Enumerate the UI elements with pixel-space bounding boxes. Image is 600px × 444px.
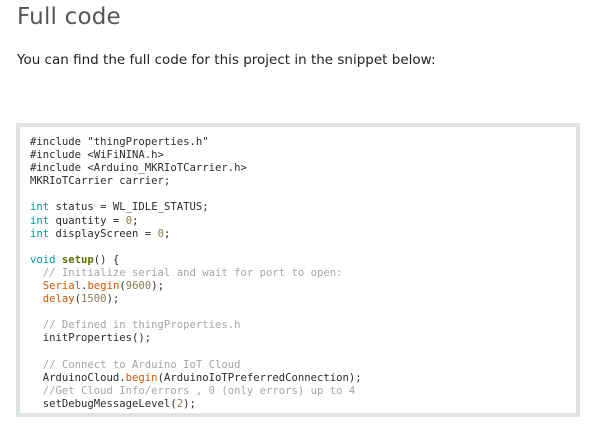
code-token: // Defined in thingProperties.h bbox=[30, 319, 241, 332]
code-line: MKRIoTCarrier carrier; bbox=[30, 175, 362, 188]
code-line bbox=[30, 188, 362, 201]
code-token: //Get Cloud Info/errors , 0 (only errors… bbox=[30, 384, 356, 397]
code-line: // Defined in thingProperties.h bbox=[30, 319, 362, 332]
code-token: 9600 bbox=[125, 280, 152, 293]
code-token: ; bbox=[163, 227, 171, 240]
code-line: void setup() { bbox=[30, 254, 362, 267]
code-token: () { bbox=[93, 253, 120, 266]
code-line bbox=[30, 306, 362, 319]
code-line bbox=[30, 241, 362, 254]
code-token: status = WL_IDLE_STATUS; bbox=[49, 201, 209, 214]
code-line: // Connect to Arduino IoT Cloud bbox=[30, 359, 362, 372]
code-block[interactable]: #include "thingProperties.h"#include <Wi… bbox=[30, 136, 362, 411]
code-line: #include <Arduino_MKRIoTCarrier.h> bbox=[30, 162, 362, 175]
code-token: setDebugMessageLevel( bbox=[30, 397, 177, 410]
code-line: #include "thingProperties.h" bbox=[30, 136, 362, 149]
code-line: Serial.begin(9600); bbox=[30, 280, 362, 293]
code-snippet-frame[interactable]: #include "thingProperties.h"#include <Wi… bbox=[16, 123, 580, 417]
code-token: ArduinoCloud. bbox=[30, 371, 126, 384]
code-token: int bbox=[30, 214, 50, 227]
code-token: void bbox=[30, 253, 56, 266]
code-token: ( bbox=[74, 293, 82, 306]
code-line: // Initialize serial and wait for port t… bbox=[30, 267, 362, 280]
code-token: ( bbox=[119, 280, 126, 293]
code-line: setDebugMessageLevel(2); bbox=[30, 398, 362, 411]
code-line: int displayScreen = 0; bbox=[30, 228, 362, 241]
code-line: delay(1500); bbox=[30, 293, 362, 306]
code-token: // Initialize serial and wait for port t… bbox=[30, 266, 343, 279]
code-line: ArduinoCloud.begin(ArduinoIoTPreferredCo… bbox=[30, 372, 362, 385]
code-token: Serial bbox=[42, 280, 82, 293]
code-token bbox=[30, 280, 43, 292]
code-line: int quantity = 0; bbox=[30, 215, 362, 228]
code-token: ); bbox=[183, 397, 196, 410]
code-token: // Connect to Arduino IoT Cloud bbox=[30, 358, 241, 371]
page-title: Full code bbox=[17, 4, 121, 30]
code-token: #include <Arduino_MKRIoTCarrier.h> bbox=[30, 162, 247, 175]
code-line: int status = WL_IDLE_STATUS; bbox=[30, 201, 362, 214]
intro-text: You can find the full code for this proj… bbox=[17, 52, 436, 68]
code-token bbox=[30, 293, 43, 305]
code-token: . bbox=[81, 280, 88, 293]
code-token: quantity = bbox=[49, 214, 126, 227]
code-token: #include <WiFiNINA.h> bbox=[30, 149, 164, 162]
code-token: begin bbox=[125, 371, 158, 384]
code-line: #include <WiFiNINA.h> bbox=[30, 149, 362, 162]
code-token: displayScreen = bbox=[49, 227, 158, 240]
code-line: initProperties(); bbox=[30, 332, 362, 345]
code-token: MKRIoTCarrier carrier; bbox=[30, 175, 171, 188]
code-token: #include "thingProperties.h" bbox=[30, 136, 209, 148]
code-token: initProperties(); bbox=[30, 332, 152, 345]
code-line bbox=[30, 346, 362, 359]
code-token: ); bbox=[106, 293, 120, 306]
code-token: setup bbox=[61, 253, 94, 266]
code-token: begin bbox=[87, 280, 120, 293]
code-token: 1500 bbox=[81, 293, 107, 306]
code-token: 2 bbox=[176, 397, 184, 410]
code-token: int bbox=[30, 227, 50, 240]
code-token: (ArduinoIoTPreferredConnection); bbox=[157, 371, 362, 384]
code-token: 0 bbox=[125, 214, 133, 227]
code-token: int bbox=[30, 201, 50, 214]
code-token: delay bbox=[42, 293, 75, 306]
code-token: ); bbox=[151, 280, 164, 293]
code-token: 0 bbox=[157, 227, 164, 240]
code-line: //Get Cloud Info/errors , 0 (only errors… bbox=[30, 385, 362, 398]
code-token: ; bbox=[132, 214, 139, 227]
